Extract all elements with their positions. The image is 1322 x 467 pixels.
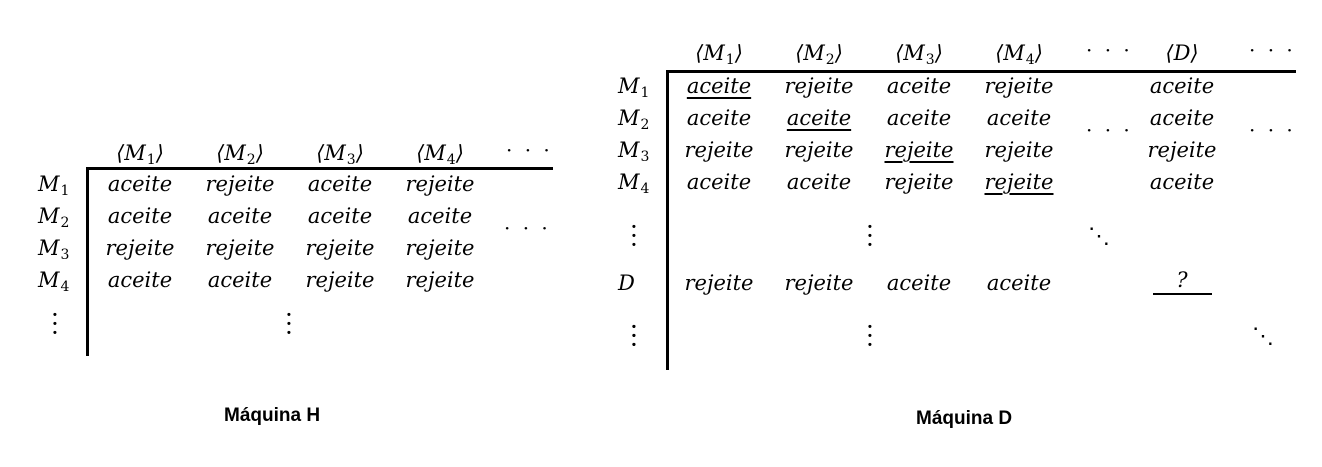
header-rule <box>88 167 553 170</box>
caption-d: Máquina D <box>916 408 1013 429</box>
col-header-m3: ⟨M3⟩ <box>895 41 943 68</box>
cell-d-4-4: rejeite <box>969 170 1069 194</box>
row-label-m3: M3 <box>618 138 650 165</box>
cell-h-3-2: rejeite <box>205 236 275 260</box>
diagonal-entry: rejeite <box>884 138 954 162</box>
row-label-rule <box>86 167 89 356</box>
cell-d-1-1: aceite <box>669 74 769 98</box>
cell-d-d-4: aceite <box>986 271 1052 295</box>
row-label-m2: M2 <box>38 204 70 231</box>
cell-h-4-4: rejeite <box>405 268 475 292</box>
row-label-rule <box>666 70 669 370</box>
cell-d-4-3: rejeite <box>884 170 954 194</box>
col-header-m2: ⟨M2⟩ <box>216 141 264 168</box>
col-header-m1: ⟨M1⟩ <box>695 41 743 68</box>
column-vdots: ··· <box>285 301 293 347</box>
cell-d-3-4: rejeite <box>984 138 1054 162</box>
cell-h-2-2: aceite <box>207 204 273 228</box>
row-label-vdots-bottom: ··· <box>630 313 638 359</box>
row-ellipsis: · · · <box>504 216 551 240</box>
row-label-m4: M4 <box>38 268 70 295</box>
row-label-d: D <box>618 271 635 295</box>
cell-h-4-3: rejeite <box>305 268 375 292</box>
unknown-underline <box>1153 293 1212 295</box>
diagonal-dots-end: ⋱ <box>1252 324 1274 349</box>
col-header-m4: ⟨M4⟩ <box>995 41 1043 68</box>
cell-d-1-d: aceite <box>1149 74 1215 98</box>
cell-d-3-2: rejeite <box>784 138 854 162</box>
cell-h-3-3: rejeite <box>305 236 375 260</box>
header-rule <box>668 70 1296 73</box>
cell-h-4-2: aceite <box>207 268 273 292</box>
row-label-m3: M3 <box>38 236 70 263</box>
row-label-m4: M4 <box>618 170 650 197</box>
row-ellipsis-end: · · · <box>1249 118 1296 142</box>
cell-h-3-4: rejeite <box>405 236 475 260</box>
diagonal-entry: rejeite <box>984 170 1054 194</box>
cell-d-1-3: aceite <box>886 74 952 98</box>
diagonal-entry: aceite <box>786 106 852 130</box>
cell-d-2-d: aceite <box>1149 106 1215 130</box>
col-header-m2: ⟨M2⟩ <box>795 41 843 68</box>
col-header-ellipsis: · · · <box>1086 38 1133 62</box>
diagonal-dots: ⋱ <box>1088 224 1110 249</box>
diagonal-entry: aceite <box>686 74 752 98</box>
col-header-m4: ⟨M4⟩ <box>416 141 464 168</box>
col-header-ellipsis-end: · · · <box>1249 38 1296 62</box>
cell-d-2-3: aceite <box>886 106 952 130</box>
cell-h-3-1: rejeite <box>105 236 175 260</box>
row-ellipsis: · · · <box>1086 118 1133 142</box>
row-label-m1: M1 <box>618 74 650 101</box>
cell-d-3-d: rejeite <box>1147 138 1217 162</box>
cell-h-1-3: aceite <box>307 172 373 196</box>
row-label-vdots-end: ··· <box>630 313 638 359</box>
cell-d-2-2: aceite <box>769 106 869 130</box>
column-vdots-bottom: ··· <box>866 313 874 359</box>
cell-d-4-2: aceite <box>786 170 852 194</box>
col-header-ellipsis: · · · <box>506 138 553 162</box>
cell-h-2-3: aceite <box>307 204 373 228</box>
row-label-m2: M2 <box>618 106 650 133</box>
cell-d-1-2: rejeite <box>784 74 854 98</box>
cell-h-2-4: aceite <box>407 204 473 228</box>
cell-h-1-1: aceite <box>107 172 173 196</box>
cell-d-4-d: aceite <box>1149 170 1215 194</box>
cell-d-d-1: rejeite <box>684 271 754 295</box>
cell-d-d-2: rejeite <box>784 271 854 295</box>
cell-h-2-1: aceite <box>107 204 173 228</box>
column-vdots: ··· <box>866 213 874 259</box>
cell-d-4-1: aceite <box>686 170 752 194</box>
cell-d-unknown: ? <box>1176 268 1188 292</box>
cell-d-2-1: aceite <box>686 106 752 130</box>
cell-d-2-4: aceite <box>986 106 1052 130</box>
cell-d-3-3: rejeite <box>869 138 969 162</box>
row-label-vdots: ··· <box>630 213 638 259</box>
col-header-m1: ⟨M1⟩ <box>116 141 164 168</box>
cell-h-1-2: rejeite <box>205 172 275 196</box>
caption-h: Máquina H <box>224 405 321 426</box>
col-header-m3: ⟨M3⟩ <box>316 141 364 168</box>
row-label-vdots: ··· <box>51 301 59 347</box>
cell-h-1-4: rejeite <box>405 172 475 196</box>
row-label-m1: M1 <box>38 172 70 199</box>
col-header-d: ⟨D⟩ <box>1165 41 1199 65</box>
cell-h-4-1: aceite <box>107 268 173 292</box>
cell-d-3-1: rejeite <box>684 138 754 162</box>
cell-d-d-3: aceite <box>886 271 952 295</box>
cell-d-1-4: rejeite <box>984 74 1054 98</box>
